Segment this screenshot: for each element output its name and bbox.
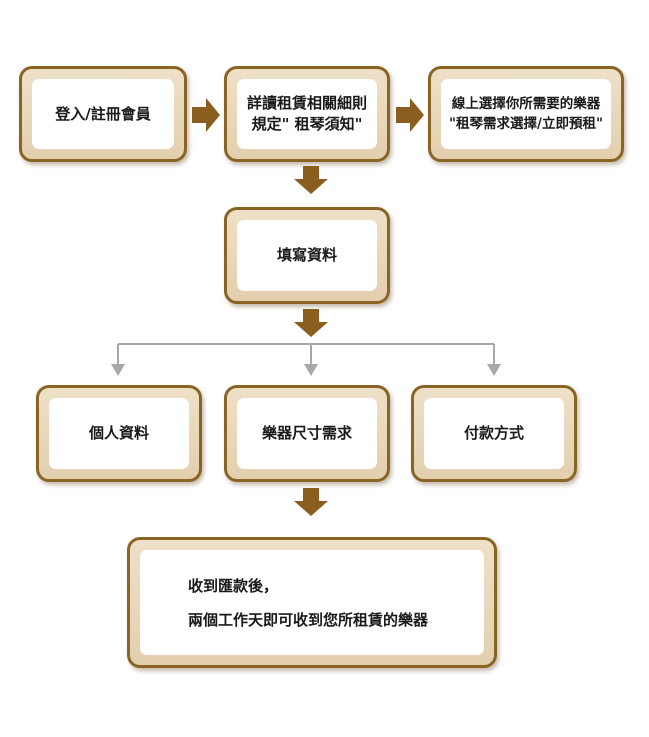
step-payment-method-text: 付款方式 (463, 424, 524, 442)
step-final-line1: 收到匯款後， (188, 576, 279, 595)
step-fill-data-box: 填寫資料 (224, 207, 390, 304)
step-read-rules-label: 詳讀租賃相關細則 規定" 租琴須知" (237, 79, 377, 149)
step-read-rules-line2: 規定" 租琴須知" (251, 115, 363, 133)
step-instrument-size-box: 樂器尺寸需求 (224, 385, 390, 482)
arrow-right-icon (192, 98, 220, 132)
step-final-box: 收到匯款後， 兩個工作天即可收到您所租賃的樂器 (127, 537, 497, 668)
arrow-right-icon (396, 98, 424, 132)
step-instrument-size-label: 樂器尺寸需求 (237, 398, 377, 469)
step-personal-info-box: 個人資料 (36, 385, 202, 482)
step-personal-info-label: 個人資料 (49, 398, 189, 469)
step-read-rules-line1: 詳讀租賃相關細則 (246, 94, 367, 112)
step-payment-method-box: 付款方式 (411, 385, 577, 482)
arrow-down-icon (294, 309, 328, 337)
arrow-down-icon (294, 488, 328, 516)
step-final-label: 收到匯款後， 兩個工作天即可收到您所租賃的樂器 (140, 550, 484, 655)
step-personal-info-text: 個人資料 (88, 424, 149, 442)
step-fill-data-label: 填寫資料 (237, 220, 377, 291)
step-select-online-label: 線上選擇你所需要的樂器 "租琴需求選擇/立即預租" (441, 79, 611, 149)
step-select-online-line2: "租琴需求選擇/立即預租" (449, 116, 603, 132)
step-login-box: 登入/註冊會員 (19, 66, 187, 162)
step-final-line2: 兩個工作天即可收到您所租賃的樂器 (188, 610, 429, 629)
step-read-rules-box: 詳讀租賃相關細則 規定" 租琴須知" (224, 66, 390, 162)
step-select-online-box: 線上選擇你所需要的樂器 "租琴需求選擇/立即預租" (428, 66, 624, 162)
step-fill-data-text: 填寫資料 (276, 246, 337, 264)
step-instrument-size-text: 樂器尺寸需求 (261, 424, 352, 442)
step-login-text: 登入/註冊會員 (55, 104, 151, 123)
arrow-down-icon (294, 166, 328, 194)
step-payment-method-label: 付款方式 (424, 398, 564, 469)
step-select-online-line1: 線上選擇你所需要的樂器 (451, 96, 601, 112)
step-login-label: 登入/註冊會員 (32, 79, 174, 149)
